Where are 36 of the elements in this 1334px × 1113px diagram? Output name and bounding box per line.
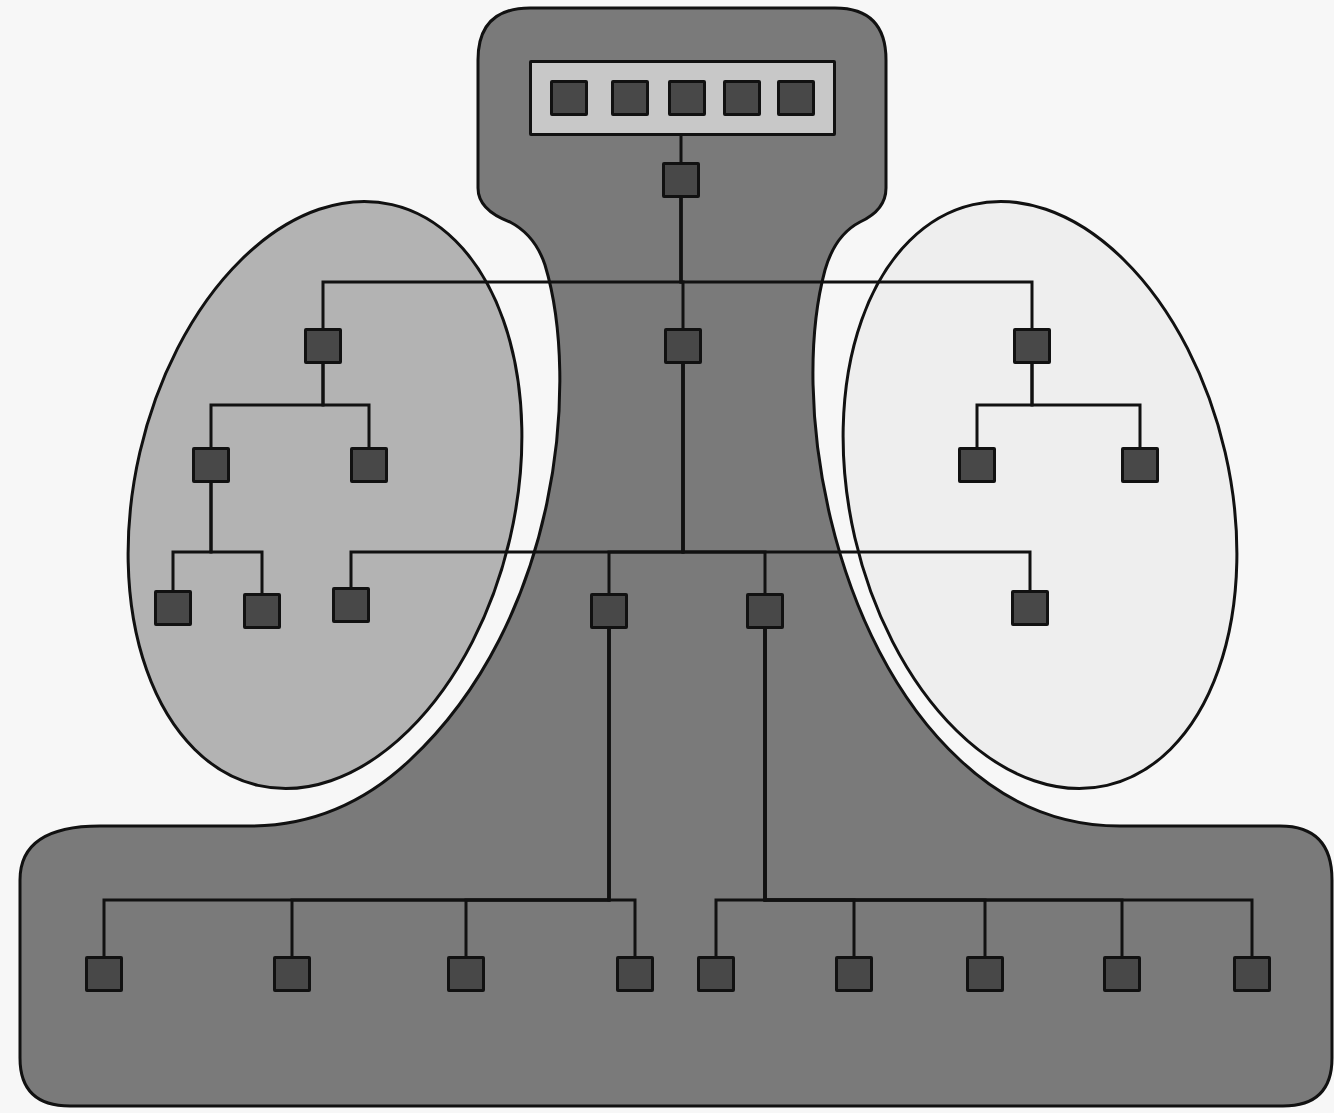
connector-line: [321, 364, 371, 447]
node-square: [273, 956, 311, 992]
node-square: [746, 593, 784, 629]
node-square: [958, 447, 996, 483]
node-square: [611, 80, 649, 116]
node-square: [332, 587, 370, 623]
node-square: [350, 447, 388, 483]
node-square: [966, 956, 1004, 992]
node-square: [192, 447, 230, 483]
connector-line: [607, 629, 637, 956]
connector-line: [1030, 364, 1142, 447]
node-square: [1011, 590, 1049, 626]
connector-line: [681, 364, 1032, 590]
node-square: [447, 956, 485, 992]
connector-line: [679, 198, 1034, 328]
node-square: [1121, 447, 1159, 483]
node-square: [723, 80, 761, 116]
node-square: [668, 80, 706, 116]
node-square: [304, 328, 342, 364]
node-square: [1013, 328, 1051, 364]
node-square: [697, 956, 735, 992]
node-square: [1103, 956, 1141, 992]
node-square: [664, 328, 702, 364]
connector-line: [679, 136, 683, 162]
node-square: [616, 956, 654, 992]
node-square: [590, 593, 628, 629]
panel-box: [529, 60, 836, 136]
node-square: [1233, 956, 1271, 992]
node-square: [154, 590, 192, 626]
connector-line: [209, 483, 264, 593]
node-square: [662, 162, 700, 198]
node-square: [777, 80, 815, 116]
node-square: [85, 956, 123, 992]
node-square: [243, 593, 281, 629]
node-square: [550, 80, 588, 116]
node-square: [835, 956, 873, 992]
